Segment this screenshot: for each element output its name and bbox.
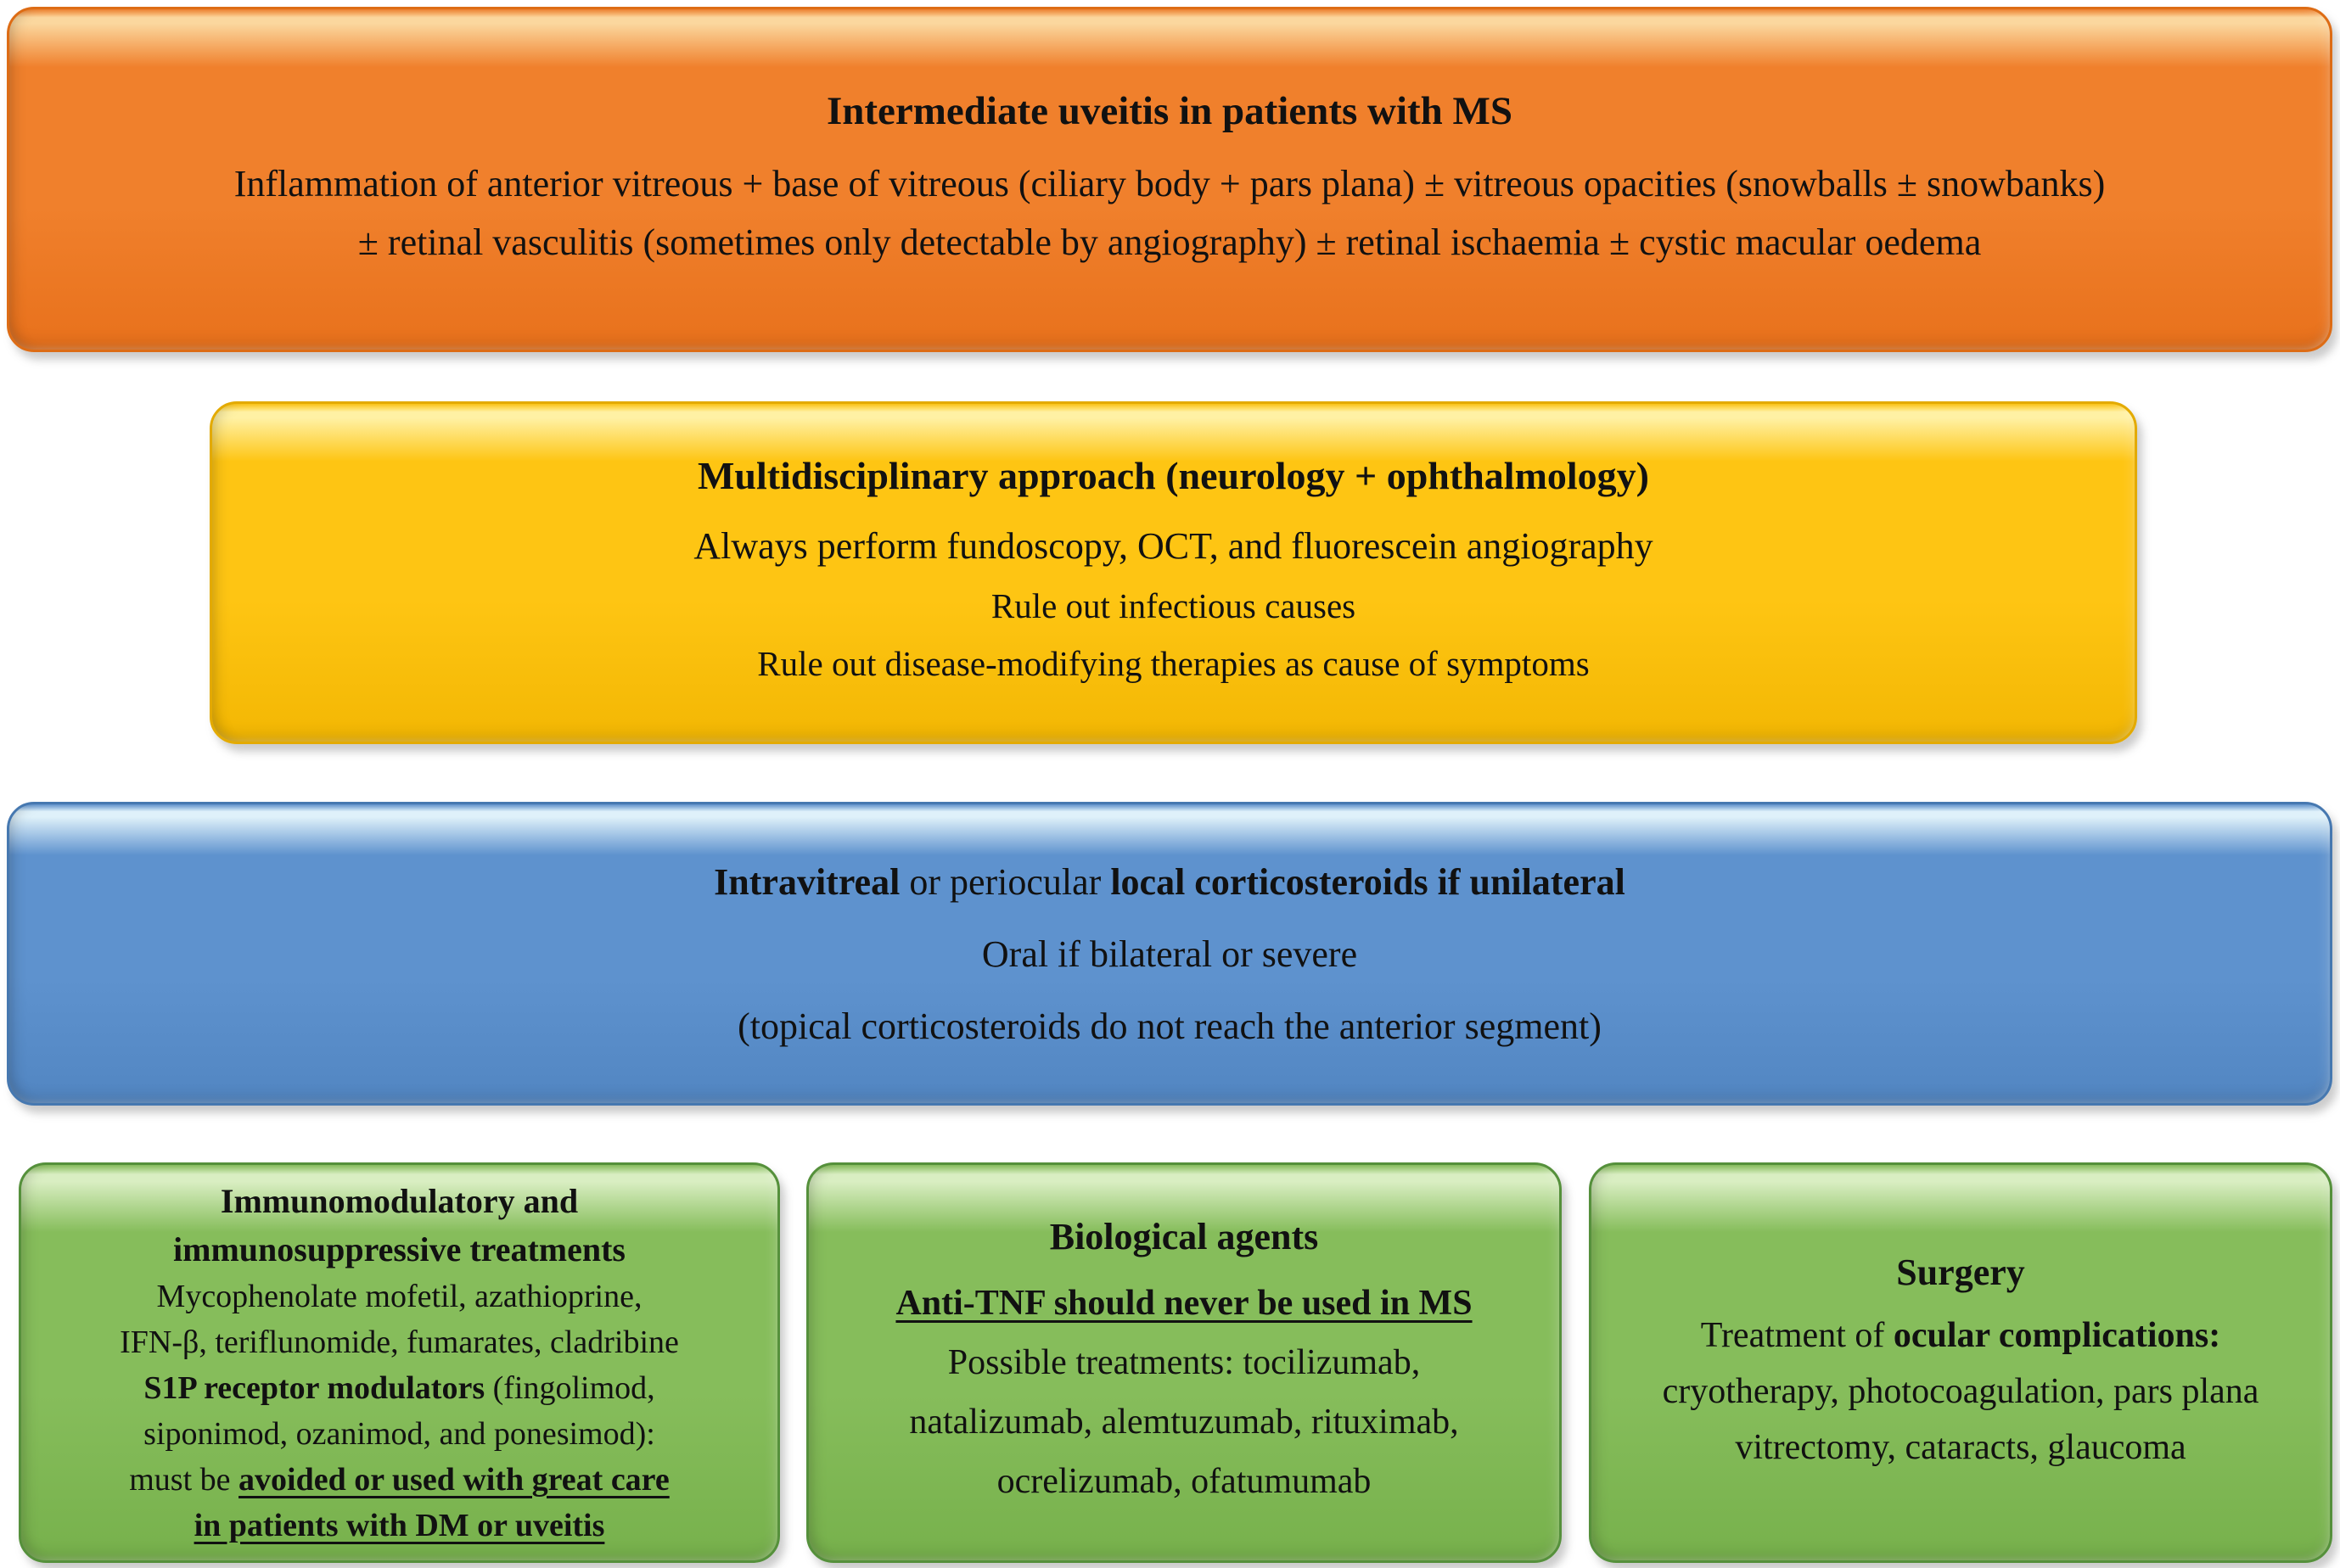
text-segment: avoided or used with great care	[238, 1462, 670, 1498]
text-line: siponimod, ozanimod, and ponesimod):	[143, 1415, 655, 1453]
text-segment: Rule out disease-modifying therapies as …	[757, 644, 1590, 683]
text-line: Mycophenolate mofetil, azathioprine,	[157, 1278, 643, 1315]
text-segment: local corticosteroids if unilateral	[1110, 860, 1625, 903]
text-line: Possible treatments: tocilizumab,	[948, 1342, 1420, 1383]
text-line: natalizumab, alemtuzumab, rituximab,	[909, 1402, 1458, 1442]
intermediate-uveitis-box: Intermediate uveitis in patients with MS…	[7, 7, 2332, 352]
text-segment: must be	[129, 1462, 239, 1498]
text-segment: Intermediate uveitis in patients with MS	[826, 88, 1513, 133]
text-segment: siponimod, ozanimod, and ponesimod):	[143, 1416, 655, 1452]
text-segment: immunosuppressive treatments	[173, 1230, 626, 1268]
text-segment: Intravitreal	[714, 860, 901, 903]
text-segment: IFN-β, teriflunomide, fumarates, cladrib…	[120, 1324, 679, 1360]
text-segment: Immunomodulatory and	[220, 1182, 579, 1220]
text-segment: Treatment of	[1700, 1315, 1894, 1355]
text-line: Multidisciplinary approach (neurology + …	[698, 453, 1649, 498]
text-segment: Mycophenolate mofetil, azathioprine,	[156, 1279, 643, 1314]
text-segment: ocular complications:	[1893, 1315, 2221, 1355]
text-segment: ocrelizumab, ofatumumab	[996, 1461, 1372, 1501]
text-segment: vitrectomy, cataracts, glaucoma	[1735, 1427, 2186, 1467]
text-line: Always perform fundoscopy, OCT, and fluo…	[693, 524, 1653, 568]
text-line: Rule out infectious causes	[991, 585, 1355, 626]
text-line: ocrelizumab, ofatumumab	[997, 1461, 1372, 1502]
text-segment: Inflammation of anterior vitreous + base…	[233, 162, 2106, 204]
text-line: cryotherapy, photocoagulation, pars plan…	[1663, 1371, 2259, 1412]
text-segment: Rule out infectious causes	[990, 586, 1356, 625]
immunomodulatory-treatments-box: Immunomodulatory and immunosuppressive tr…	[19, 1162, 780, 1563]
text-line: immunosuppressive treatments	[173, 1229, 626, 1269]
text-segment: Oral if bilateral or severe	[981, 932, 1358, 975]
text-line: vitrectomy, cataracts, glaucoma	[1735, 1427, 2186, 1468]
text-line: Intravitreal or periocular local cortico…	[714, 860, 1625, 904]
text-line: Rule out disease-modifying therapies as …	[757, 643, 1589, 684]
text-segment: natalizumab, alemtuzumab, rituximab,	[909, 1402, 1459, 1442]
text-line: Surgery	[1896, 1251, 2025, 1294]
text-segment: Always perform fundoscopy, OCT, and fluo…	[693, 525, 1653, 567]
text-segment: Possible treatments: tocilizumab,	[947, 1342, 1421, 1382]
text-line: in patients with DM or uveitis	[194, 1507, 605, 1544]
text-segment: Multidisciplinary approach (neurology + …	[698, 454, 1649, 497]
text-segment: Biological agents	[1049, 1215, 1319, 1257]
text-segment: Surgery	[1896, 1251, 2025, 1293]
text-line: Immunomodulatory and	[221, 1181, 578, 1221]
text-line: Treatment of ocular complications:	[1701, 1315, 2220, 1356]
multidisciplinary-approach-box: Multidisciplinary approach (neurology + …	[210, 401, 2137, 744]
text-segment: (fingolimod,	[485, 1370, 655, 1406]
text-line: Anti-TNF should never be used in MS	[895, 1283, 1472, 1324]
text-segment: in patients with DM or uveitis	[194, 1508, 605, 1543]
text-line: Oral if bilateral or severe	[982, 932, 1357, 976]
text-line: Biological agents	[1050, 1215, 1319, 1258]
text-segment: ± retinal vasculitis (sometimes only det…	[357, 221, 1982, 263]
text-segment: Anti-TNF should never be used in MS	[895, 1283, 1473, 1323]
text-line: S1P receptor modulators (fingolimod,	[143, 1369, 654, 1407]
corticosteroids-box: Intravitreal or periocular local cortico…	[7, 802, 2332, 1106]
text-segment: (topical corticosteroids do not reach th…	[738, 1005, 1602, 1047]
text-line: must be avoided or used with great care	[129, 1461, 669, 1498]
text-line: Inflammation of anterior vitreous + base…	[234, 162, 2106, 205]
text-segment: or periocular	[900, 860, 1111, 903]
text-line: Intermediate uveitis in patients with MS	[827, 88, 1512, 134]
text-segment: cryotherapy, photocoagulation, pars plan…	[1662, 1371, 2259, 1411]
text-segment: S1P receptor modulators	[143, 1370, 485, 1406]
text-line: IFN-β, teriflunomide, fumarates, cladrib…	[120, 1324, 679, 1361]
text-line: ± retinal vasculitis (sometimes only det…	[358, 221, 1981, 264]
text-line: (topical corticosteroids do not reach th…	[738, 1005, 1602, 1048]
